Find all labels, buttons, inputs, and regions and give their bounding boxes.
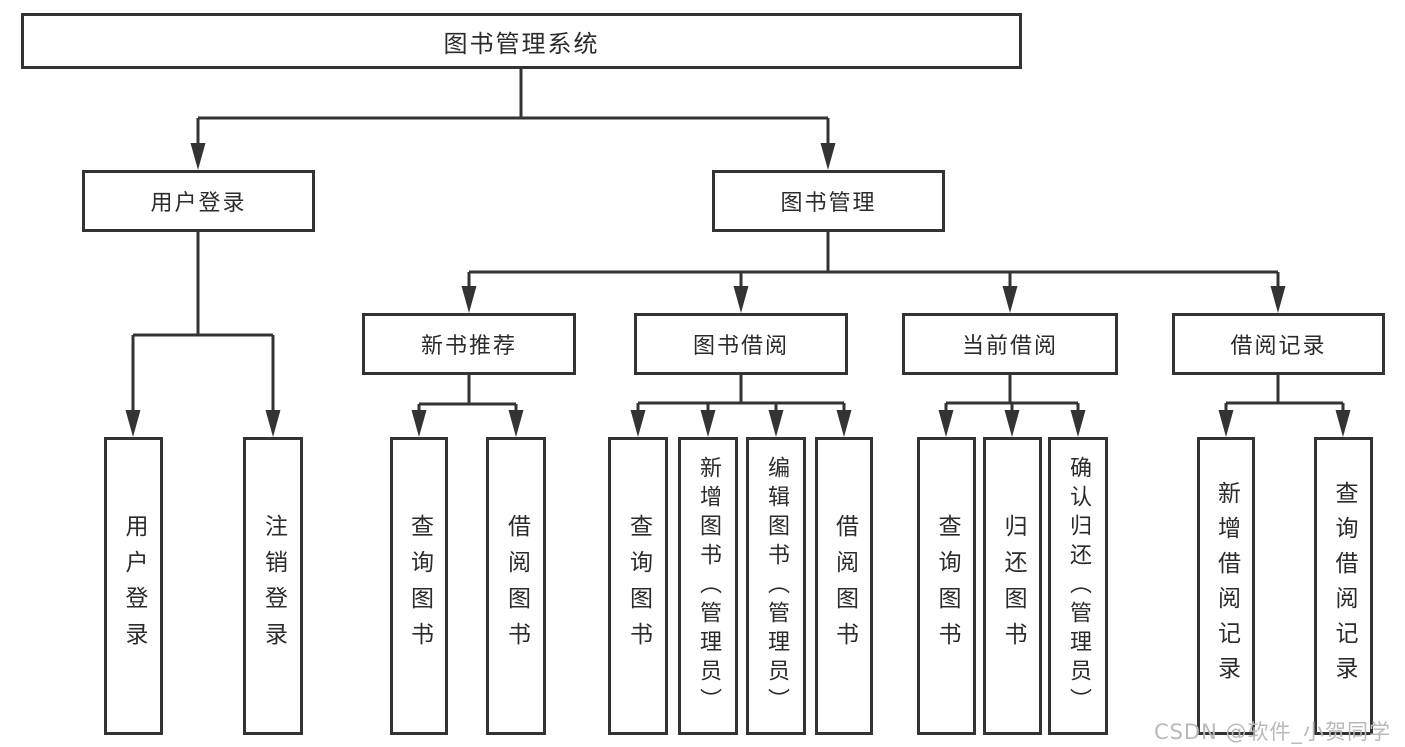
leaf-user-login: 用户登录: [104, 437, 163, 735]
leaf-borrow-borrow-label: 借阅图书: [831, 514, 858, 658]
node-book-borrow-label: 图书借阅: [692, 334, 789, 359]
leaf-current-query-label: 查询图书: [934, 514, 960, 658]
node-current-borrow-label: 当前借阅: [961, 334, 1058, 359]
leaf-records-add: 新增借阅记录: [1197, 437, 1255, 735]
leaf-current-query: 查询图书: [917, 437, 976, 735]
node-book-borrow: 图书借阅: [634, 313, 848, 375]
leaf-logout: 注销登录: [243, 437, 303, 735]
node-user-login: 用户登录: [82, 170, 315, 232]
node-book-management: 图书管理: [712, 170, 945, 232]
node-new-book-recommend-label: 新书推荐: [420, 334, 517, 359]
leaf-borrow-edit-admin: 编辑图书（管理员）: [746, 437, 806, 735]
leaf-newbooks-query: 查询图书: [390, 437, 448, 735]
leaf-user-login-label: 用户登录: [121, 514, 147, 658]
node-root: 图书管理系统: [21, 13, 1022, 69]
leaf-borrow-borrow: 借阅图书: [815, 437, 873, 735]
leaf-borrow-add-admin-label: 新增图书（管理员）: [696, 455, 721, 717]
node-root-label: 图书管理系统: [443, 29, 600, 58]
leaf-borrow-query: 查询图书: [608, 437, 668, 735]
leaf-records-query-label: 查询借阅记录: [1331, 481, 1357, 691]
leaf-current-return-label: 归还图书: [1000, 514, 1026, 658]
node-borrow-records: 借阅记录: [1172, 313, 1385, 375]
node-new-book-recommend: 新书推荐: [362, 313, 576, 375]
leaf-current-confirm-admin-label: 确认归还（管理员）: [1066, 455, 1091, 717]
leaf-logout-label: 注销登录: [260, 514, 287, 658]
node-borrow-records-label: 借阅记录: [1230, 334, 1327, 359]
leaf-records-query: 查询借阅记录: [1314, 437, 1373, 735]
csdn-watermark: CSDN @软件_小贺同学: [1153, 720, 1391, 744]
leaf-borrow-query-label: 查询图书: [625, 514, 652, 658]
leaf-newbooks-borrow: 借阅图书: [486, 437, 546, 735]
leaf-current-return: 归还图书: [983, 437, 1042, 735]
leaf-borrow-edit-admin-label: 编辑图书（管理员）: [764, 455, 789, 717]
leaf-newbooks-query-label: 查询图书: [406, 514, 433, 658]
leaf-newbooks-borrow-label: 借阅图书: [503, 514, 530, 658]
node-book-management-label: 图书管理: [780, 191, 877, 216]
leaf-borrow-add-admin: 新增图书（管理员）: [678, 437, 738, 735]
node-user-login-label: 用户登录: [150, 191, 247, 216]
node-current-borrow: 当前借阅: [902, 313, 1118, 375]
leaf-records-add-label: 新增借阅记录: [1213, 481, 1240, 691]
leaf-current-confirm-admin: 确认归还（管理员）: [1048, 437, 1108, 735]
